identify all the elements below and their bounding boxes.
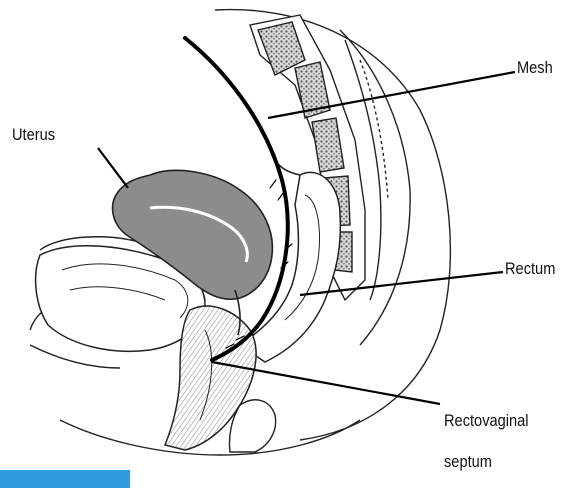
rectum-label: Rectum xyxy=(505,259,555,279)
rectovaginal-label-line2: septum xyxy=(444,452,492,472)
mesh-label: Mesh xyxy=(517,58,553,78)
uterus-label: Uterus xyxy=(12,125,55,145)
rectovaginal-label-line1: Rectovaginal xyxy=(444,411,529,431)
uterus-leader xyxy=(98,148,128,188)
accent-bar xyxy=(0,470,130,488)
